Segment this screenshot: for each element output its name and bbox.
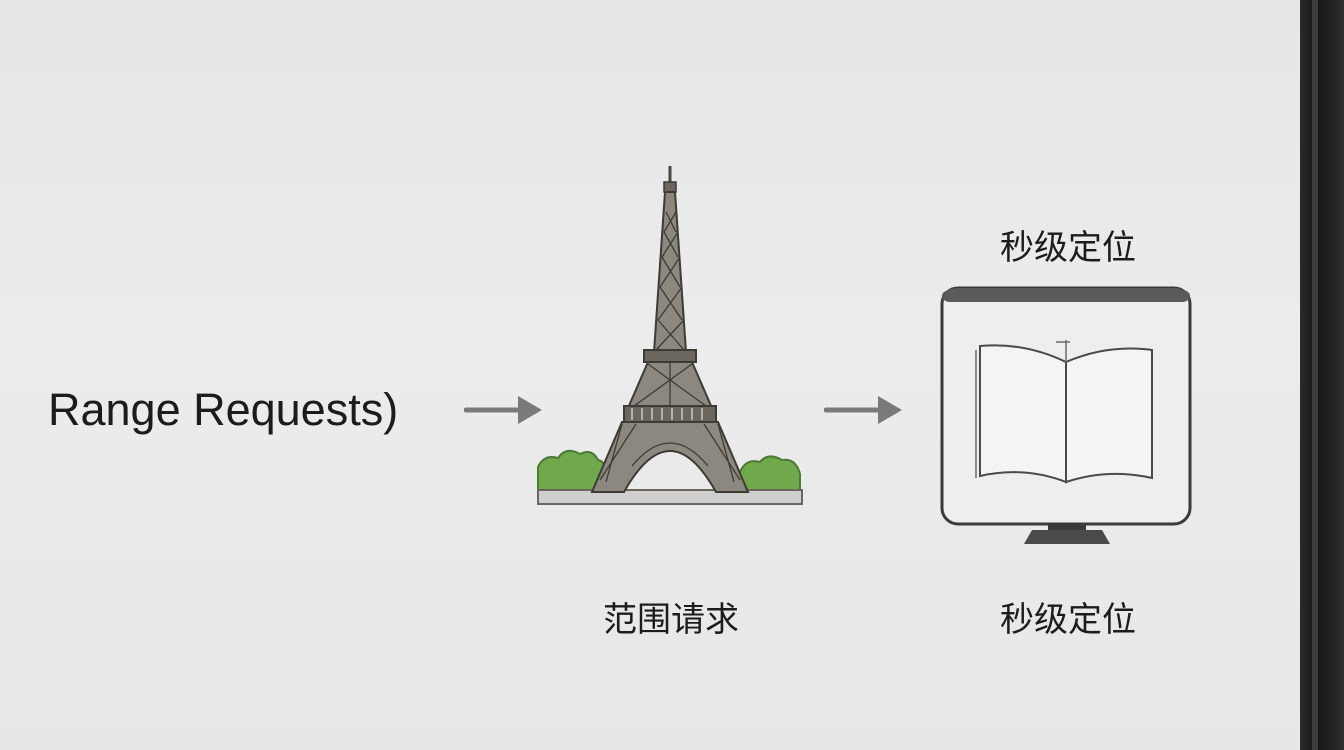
second-level-locate-caption-bottom: 秒级定位 (1000, 600, 1136, 640)
range-request-caption: 范围请求 (603, 600, 739, 640)
range-requests-label: Range Requests) (48, 384, 399, 435)
second-level-locate-caption-top: 秒级定位 (1000, 228, 1136, 268)
arrow-right-icon (464, 396, 542, 424)
monitor-book-icon (940, 286, 1192, 544)
eiffel-tower-icon (537, 166, 803, 505)
arrow-right-icon (824, 396, 902, 424)
screen-bezel (1300, 0, 1344, 750)
